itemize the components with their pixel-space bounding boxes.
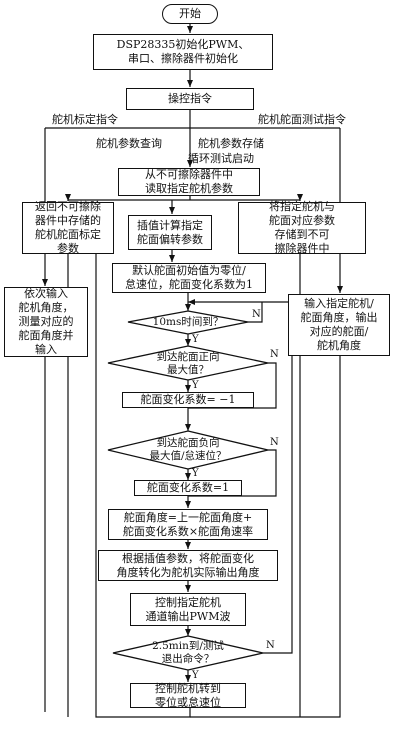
decision-pos-max — [107, 345, 269, 381]
coef-neg-box: 舵面变化系数= −1 — [122, 392, 254, 408]
angle-update-box: 舵面角度=上一舵面角度+舵面变化系数×舵面角速率 — [108, 509, 268, 540]
interp-box: 插值计算指定舵面偏转参数 — [128, 215, 212, 250]
yes-label-pos: Y — [192, 380, 199, 391]
start-terminal: 开始 — [162, 4, 218, 24]
decision-neg-max-text: 到达舵面负向最大值/怠速位？ — [149, 437, 227, 462]
decision-10ms — [127, 310, 249, 335]
label-store-1: 舵机参数存储 — [198, 137, 264, 150]
loop-pos-no — [188, 362, 277, 409]
loop-exit-no — [188, 299, 293, 654]
decision-exit — [112, 635, 264, 671]
decision-pos-max-text: 到达舵面正向最大值？ — [156, 351, 220, 376]
loop-10ms-no — [248, 302, 263, 323]
return-zero-box: 控制舵机转到零位或怠速位 — [130, 682, 246, 709]
label-store-2: 循环测试启动 — [188, 152, 254, 165]
line-left-frame — [95, 212, 191, 718]
coef-pos-box: 舵面变化系数=1 — [134, 480, 242, 496]
input-calib-box: 依次输入舵机角度，测量对应的舵面角度并输入 — [4, 287, 88, 357]
decision-10ms-text: 10ms时间到？ — [152, 316, 224, 328]
yes-label-neg: Y — [192, 468, 199, 479]
no-label-neg: N — [270, 437, 279, 448]
default-init-box: 默认舵面初始值为零位/怠速位，舵面变化系数为1 — [112, 263, 266, 293]
init-box: DSP28335初始化PWM、串口、擦除器件初始化 — [93, 34, 273, 70]
command-box: 操控指令 — [126, 88, 254, 110]
store-params-box: 将指定舵机与舵面对应参数存储到不可擦除器件中 — [238, 200, 366, 255]
input-test-box: 输入指定舵机/舵面角度，输出对应的舵面/舵机角度 — [288, 294, 390, 356]
pwm-output-box: 控制指定舵机通道输出PWM波 — [130, 593, 246, 626]
label-test: 舵机舵面测试指令 — [258, 113, 346, 126]
no-label-pos: N — [270, 349, 279, 360]
convert-angle-box: 根据插值参数，将舵面变化角度转化为舵机实际输出角度 — [98, 550, 278, 581]
label-calibration: 舵机标定指令 — [52, 113, 118, 126]
no-label-exit: N — [266, 640, 275, 651]
return-params-box: 返回不可擦除器件中存储的舵机舵面标定参数 — [22, 200, 114, 255]
no-label-10ms: N — [252, 309, 261, 320]
line-test-down — [190, 356, 341, 718]
label-query: 舵机参数查询 — [96, 137, 162, 150]
yes-label-exit: Y — [192, 670, 199, 681]
decision-exit-text: 2.5min到/测试退出命令？ — [152, 640, 224, 665]
read-params-box: 从不可擦除器件中读取指定舵机参数 — [118, 168, 260, 196]
yes-label-10ms: Y — [192, 334, 199, 345]
loop-neg-no — [188, 449, 277, 497]
decision-neg-max — [107, 430, 269, 470]
